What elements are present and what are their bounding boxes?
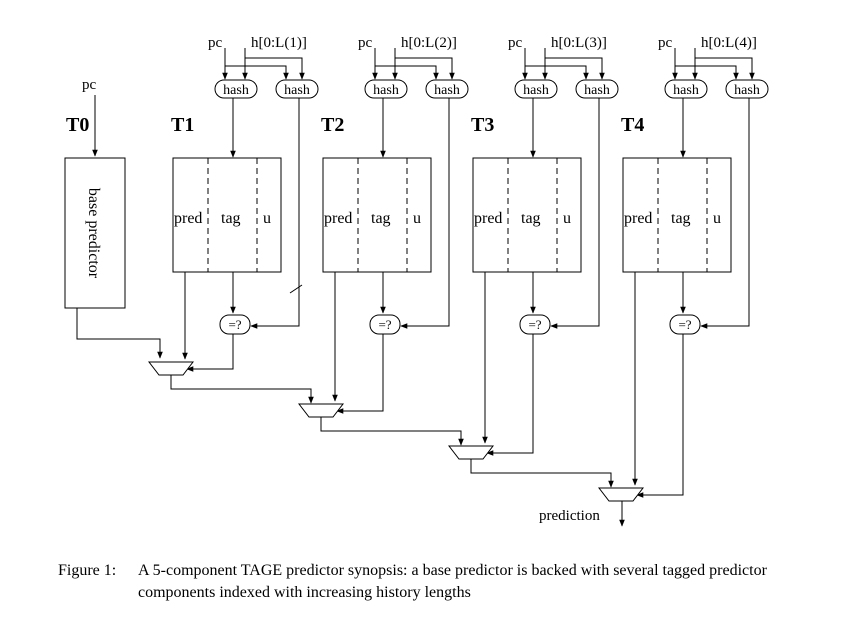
base-pc-label: pc (82, 77, 97, 93)
table-structure-t1: hash hash pred tag u =? (172, 48, 319, 335)
hash-label: hash (223, 83, 249, 98)
field-tag: tag (221, 210, 241, 227)
table-name: T1 (171, 114, 194, 136)
index-hash-box (514, 79, 558, 99)
field-u: u (713, 210, 721, 227)
tagged-table-box (172, 157, 282, 273)
multiplexer (297, 403, 345, 418)
compare-box (519, 314, 551, 335)
table-group-t4: pc h[0:L(4)] T4 (621, 35, 757, 136)
compare-label: =? (528, 317, 541, 332)
hash-label: hash (523, 83, 549, 98)
tage-diagram: pc T0 base predictor pc h[0:L(1)] T1 pc … (64, 35, 769, 527)
table-structure-t2: hash hash pred tag u =? (322, 48, 469, 335)
field-pred: pred (474, 210, 502, 227)
index-hash-box (664, 79, 708, 99)
tag-hash-box (575, 79, 619, 99)
index-hash-box (214, 79, 258, 99)
table-structure-t4: hash hash pred tag u =? (622, 48, 769, 335)
table-pc-label: pc (508, 35, 523, 51)
tagged-table-box (322, 157, 432, 273)
field-u: u (563, 210, 571, 227)
field-pred: pred (174, 210, 202, 227)
field-pred: pred (324, 210, 352, 227)
prediction-label: prediction (539, 508, 600, 524)
caption-number: Figure 1: (58, 562, 117, 579)
table-group-t3: pc h[0:L(3)] T3 (471, 35, 607, 136)
table-pc-label: pc (358, 35, 373, 51)
base-predictor-box (64, 157, 126, 309)
table-history-label: h[0:L(3)] (551, 35, 607, 51)
hash-label: hash (284, 83, 310, 98)
table-history-label: h[0:L(4)] (701, 35, 757, 51)
tag-hash-box (725, 79, 769, 99)
compare-box (219, 314, 251, 335)
hash-label: hash (434, 83, 460, 98)
field-tag: tag (521, 210, 541, 227)
compare-label: =? (228, 317, 241, 332)
tag-hash-box (425, 79, 469, 99)
index-hash-box (364, 79, 408, 99)
compare-box (669, 314, 701, 335)
field-u: u (413, 210, 421, 227)
table-group-t1: pc h[0:L(1)] T1 (171, 35, 307, 136)
figure-caption: Figure 1: A 5-component TAGE predictor s… (58, 560, 818, 604)
tagged-table-box (472, 157, 582, 273)
table-history-label: h[0:L(1)] (251, 35, 307, 51)
caption-text: A 5-component TAGE predictor synopsis: a… (138, 562, 767, 601)
hash-label: hash (373, 83, 399, 98)
table-name: T2 (321, 114, 344, 136)
base-table-name: T0 (66, 114, 89, 136)
hash-label: hash (734, 83, 760, 98)
multiplexer (447, 445, 495, 460)
tag-hash-box (275, 79, 319, 99)
compare-label: =? (678, 317, 691, 332)
hash-label: hash (584, 83, 610, 98)
table-pc-label: pc (658, 35, 673, 51)
table-history-label: h[0:L(2)] (401, 35, 457, 51)
table-name: T3 (471, 114, 494, 136)
field-pred: pred (624, 210, 652, 227)
compare-box (369, 314, 401, 335)
field-u: u (263, 210, 271, 227)
multiplexer (597, 487, 645, 502)
compare-label: =? (378, 317, 391, 332)
field-tag: tag (371, 210, 391, 227)
base-predictor-label: base predictor (85, 188, 102, 279)
field-tag: tag (671, 210, 691, 227)
mux-connections (147, 272, 684, 502)
table-structure-t3: hash hash pred tag u =? (472, 48, 619, 335)
table-name: T4 (621, 114, 644, 136)
table-pc-label: pc (208, 35, 223, 51)
table-group-t2: pc h[0:L(2)] T2 (321, 35, 457, 136)
tagged-table-box (622, 157, 732, 273)
multiplexer (147, 361, 195, 376)
hash-label: hash (673, 83, 699, 98)
